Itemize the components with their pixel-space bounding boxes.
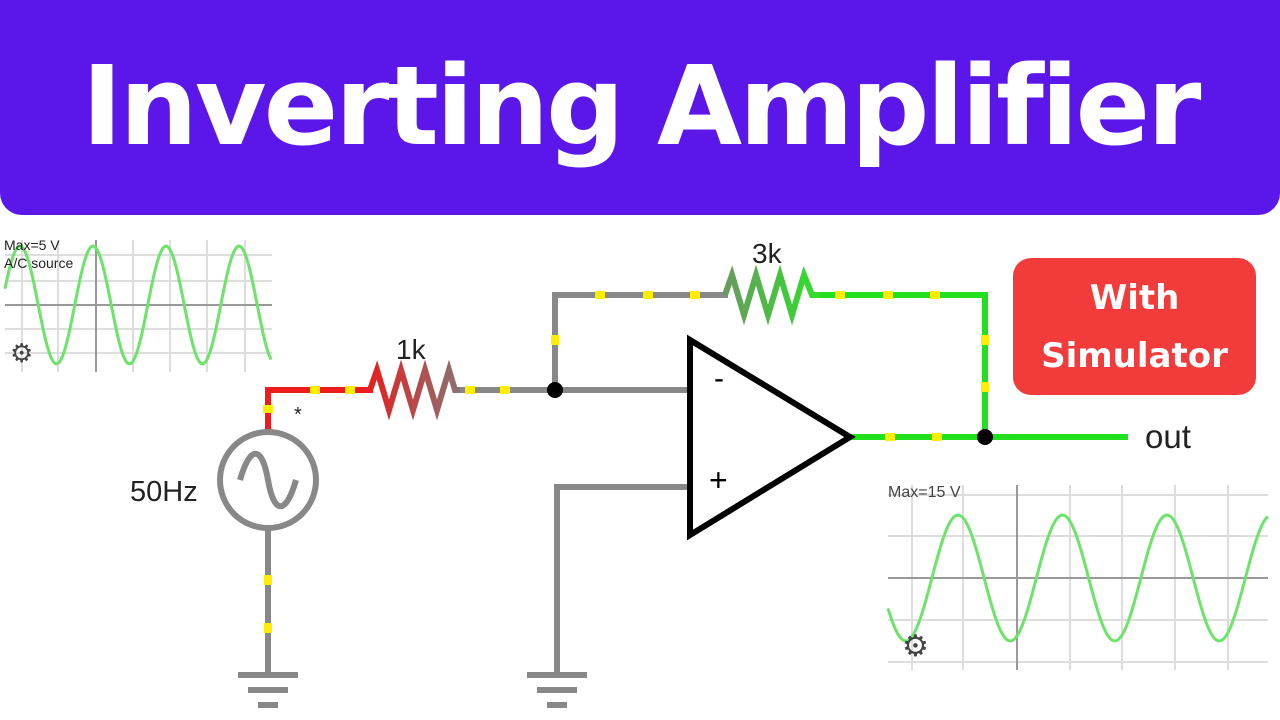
current-dots [263, 291, 989, 633]
resistor-3k-label: 3k [752, 238, 782, 269]
junction-node [977, 429, 993, 445]
source-frequency-label: 50Hz [130, 476, 198, 508]
minus-input-sign: - [714, 362, 724, 395]
wire-feedback-right [817, 292, 988, 440]
wire-plus-input [554, 484, 693, 678]
simulator-badge: With Simulator [1013, 258, 1256, 395]
badge-line-1: With [1089, 277, 1180, 318]
badge-line-2: Simulator [1041, 335, 1228, 376]
op-amp[interactable] [687, 334, 856, 541]
output-waveform [886, 513, 1270, 643]
gear-icon: ⚙ [10, 338, 33, 368]
ac-source[interactable] [217, 429, 319, 531]
title-banner [0, 0, 1280, 215]
output-scope[interactable] [886, 485, 1270, 670]
source-marker: * [294, 404, 302, 426]
input-scope[interactable] [3, 240, 273, 372]
input-scope-max: Max=5 V [4, 237, 60, 253]
wire-feedback-left [552, 292, 728, 393]
input-scope-name: A/C source [4, 255, 74, 271]
output-scope-max: Max=15 V [888, 484, 961, 501]
resistor-1k [367, 359, 460, 421]
input-waveform [3, 244, 273, 366]
ground-symbol [238, 672, 298, 708]
gear-icon: ⚙ [902, 630, 929, 663]
plus-input-sign: + [709, 462, 728, 498]
resistor-3k [722, 264, 820, 326]
junction-node [547, 382, 563, 398]
resistor-1k-label: 1k [396, 334, 426, 365]
page-title: Inverting Amplifier [81, 42, 1202, 170]
ground-symbol [527, 672, 587, 708]
output-label: out [1145, 418, 1191, 455]
wire-source-to-r1 [265, 387, 373, 435]
